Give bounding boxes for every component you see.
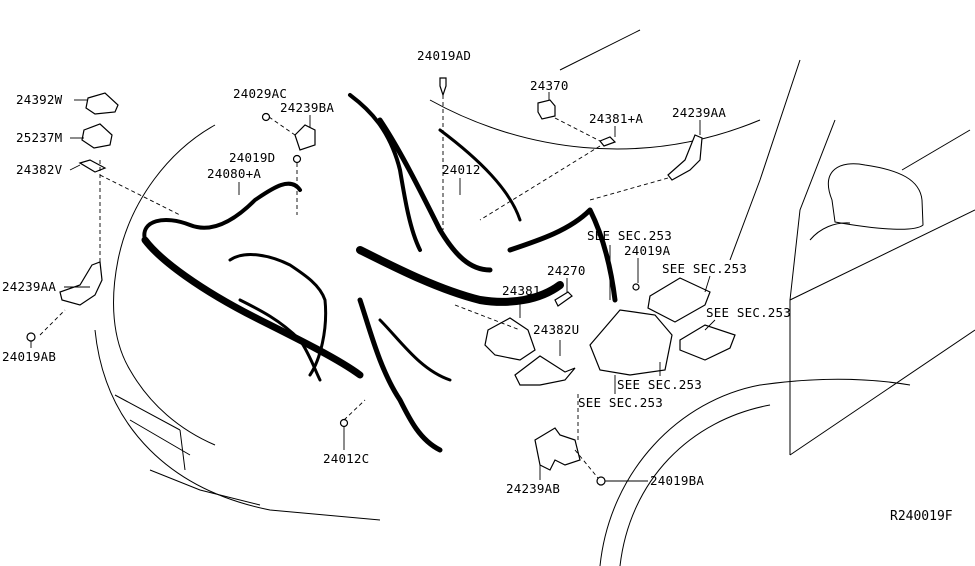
label-24019BA[interactable]: 24019BA (650, 473, 705, 488)
label-24080A[interactable]: 24080+A (207, 166, 262, 181)
harness-loop-left (142, 181, 302, 242)
clip-24239BA (294, 124, 316, 151)
components (26, 77, 736, 486)
fender-line (149, 469, 261, 506)
label-24019D[interactable]: 24019D (229, 150, 276, 165)
bolt-24019AD (439, 77, 447, 97)
label-24381A[interactable]: 24381+A (589, 111, 644, 126)
nut-24019BA (596, 476, 606, 486)
label-24019AD[interactable]: 24019AD (417, 48, 472, 63)
fuse-block-25237M (81, 123, 113, 149)
bracket-24239AA-left (59, 261, 103, 306)
harness-lower-left (238, 298, 322, 382)
hood-top-edge (429, 99, 761, 150)
label-24270[interactable]: 24270 (547, 263, 586, 278)
fender-rear (789, 329, 975, 456)
label-see-sec-253-c[interactable]: SEE SEC.253 (706, 305, 791, 320)
mirror (827, 163, 924, 230)
label-24029AC[interactable]: 24029AC (233, 86, 288, 101)
harness-right (507, 207, 618, 303)
bolt-24019D (292, 154, 302, 164)
harness-upper (377, 117, 493, 273)
connector-24381A (599, 136, 617, 147)
diagram-reference-code: R240019F (890, 509, 953, 524)
bracket-24270 (554, 291, 573, 307)
bolt-24012C (339, 418, 349, 428)
label-see-sec-253-b[interactable]: SEE SEC.253 (662, 261, 747, 276)
harness-trunk (141, 236, 364, 379)
label-24019A[interactable]: 24019A (624, 243, 671, 258)
harness-lower (357, 297, 443, 453)
ipdm-module-b (679, 324, 736, 361)
harness-left-branch (228, 253, 328, 377)
harness-center (356, 246, 564, 306)
a-pillar (729, 59, 801, 261)
label-24239AA-left[interactable]: 24239AA (2, 279, 57, 294)
mirror-arm (809, 222, 851, 241)
car-body-outline (94, 29, 975, 566)
windshield-line (559, 29, 641, 71)
label-24239AA-right[interactable]: 24239AA (672, 105, 727, 120)
body-line-right (789, 209, 975, 301)
cover-24382U (514, 355, 576, 386)
label-24239AB[interactable]: 24239AB (506, 481, 561, 496)
bracket-24239AB (534, 427, 581, 471)
relay-24370 (537, 99, 556, 120)
bolt-24019AB (26, 332, 36, 342)
bolt-24029AC (261, 112, 271, 122)
label-24382U[interactable]: 24382U (533, 322, 580, 337)
label-24370[interactable]: 24370 (530, 78, 569, 93)
label-25237M[interactable]: 25237M (16, 130, 63, 145)
wheel-arch (599, 378, 911, 566)
bolt-24019A (632, 283, 640, 291)
bracket-24239AA-right (667, 134, 703, 181)
wheel-arch-inner (619, 404, 771, 566)
fuse-cover-24392W (85, 92, 119, 115)
harness-top-right (438, 128, 522, 222)
mirror-edge (901, 129, 971, 171)
label-24392W[interactable]: 24392W (16, 92, 63, 107)
harness-lower-2 (378, 318, 452, 382)
label-plate-24382V (78, 159, 107, 173)
grille-lines (114, 394, 191, 471)
label-see-sec-253-d[interactable]: SEE SEC.253 (617, 377, 702, 392)
hood-left-outline (113, 124, 216, 446)
label-see-sec-253-e[interactable]: SEE SEC.253 (578, 395, 663, 410)
harness-upper-2 (348, 93, 422, 252)
label-24012C[interactable]: 24012C (323, 451, 370, 466)
label-see-sec-253-a[interactable]: SEE SEC.253 (587, 228, 672, 243)
main-harness (141, 93, 618, 453)
a-pillar-2 (789, 119, 836, 455)
fuse-relay-box (589, 309, 673, 376)
leader-lines (30, 92, 716, 482)
label-24381[interactable]: 24381 (502, 283, 541, 298)
fuse-block-24381 (484, 317, 536, 361)
label-24012[interactable]: 24012 (442, 162, 481, 177)
label-24239BA[interactable]: 24239BA (280, 100, 335, 115)
label-24019AB[interactable]: 24019AB (2, 349, 57, 364)
ipdm-module-a (647, 277, 711, 323)
label-24382V[interactable]: 24382V (16, 162, 63, 177)
bumper-outline (94, 329, 381, 521)
